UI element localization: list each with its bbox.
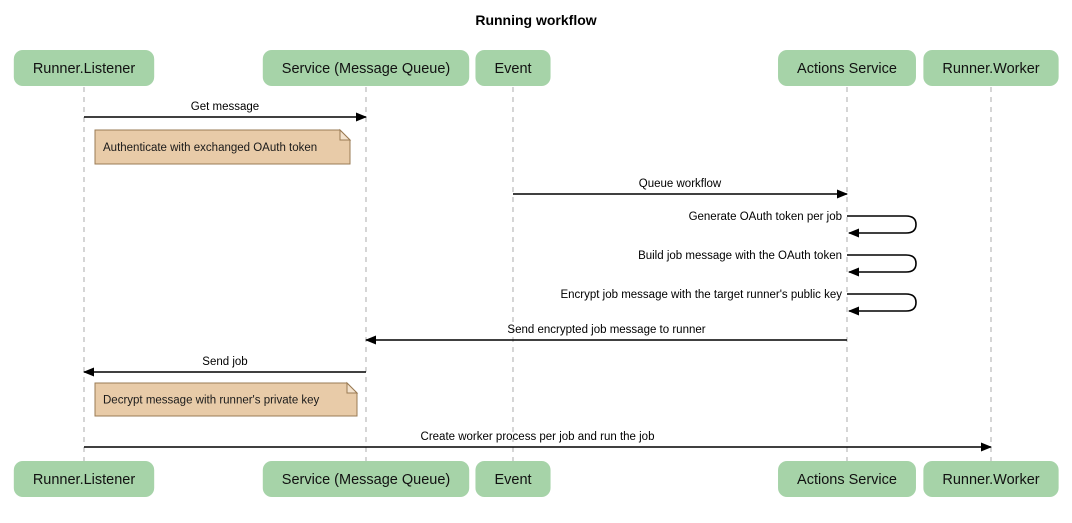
participant-label: Event xyxy=(494,61,531,77)
note-fold-corner-icon xyxy=(346,381,359,394)
message-m3[interactable]: Generate OAuth token per job xyxy=(689,211,917,238)
participant-service_queue-bottom[interactable]: Service (Message Queue) xyxy=(262,461,470,497)
participant-label: Runner.Listener xyxy=(33,61,136,77)
participant-box xyxy=(13,50,155,86)
note-n2: Decrypt message with runner's private ke… xyxy=(94,381,359,417)
participant-runner_listener-top[interactable]: Runner.Listener xyxy=(13,50,155,86)
participant-box xyxy=(923,50,1059,86)
message-m5[interactable]: Encrypt job message with the target runn… xyxy=(560,289,917,316)
message-label: Create worker process per job and run th… xyxy=(421,431,655,443)
participant-box xyxy=(778,461,916,497)
participants-top-group: Runner.Listener Service (Message Queue) Ev… xyxy=(13,50,1059,86)
self-call-loop xyxy=(847,293,917,316)
participant-event-bottom[interactable]: Event xyxy=(475,461,551,497)
participant-service_queue-top[interactable]: Service (Message Queue) xyxy=(262,50,470,86)
participant-box xyxy=(262,50,470,86)
lifelines-group xyxy=(83,87,992,461)
participant-label: Runner.Worker xyxy=(942,472,1039,488)
message-m6[interactable]: Send encrypted job message to runner xyxy=(365,324,847,345)
message-label: Get message xyxy=(191,101,259,113)
message-m8[interactable]: Create worker process per job and run th… xyxy=(84,431,992,452)
note-n1: Authenticate with exchanged OAuth token xyxy=(94,128,352,165)
note-body xyxy=(94,382,358,417)
self-call-loop xyxy=(847,254,917,277)
participant-runner_listener-bottom[interactable]: Runner.Listener xyxy=(13,461,155,497)
message-m4[interactable]: Build job message with the OAuth token xyxy=(638,250,917,277)
participant-box xyxy=(475,50,551,86)
participant-box xyxy=(262,461,470,497)
participant-runner_worker-bottom[interactable]: Runner.Worker xyxy=(923,461,1059,497)
participant-label: Service (Message Queue) xyxy=(282,61,450,77)
note-fold-corner-icon xyxy=(339,128,352,141)
message-label: Queue workflow xyxy=(639,178,722,190)
message-label: Encrypt job message with the target runn… xyxy=(560,289,842,301)
note-body xyxy=(94,129,351,165)
participant-event-top[interactable]: Event xyxy=(475,50,551,86)
notes-group: Authenticate with exchanged OAuth tokenD… xyxy=(94,128,359,417)
message-label: Build job message with the OAuth token xyxy=(638,250,842,262)
participant-box xyxy=(778,50,916,86)
participant-actions_service-bottom[interactable]: Actions Service xyxy=(778,461,916,497)
participant-runner_worker-top[interactable]: Runner.Worker xyxy=(923,50,1059,86)
message-m7[interactable]: Send job xyxy=(83,356,366,377)
note-text: Authenticate with exchanged OAuth token xyxy=(103,142,317,154)
message-m2[interactable]: Queue workflow xyxy=(513,178,848,199)
message-label: Send job xyxy=(202,356,247,368)
note-text: Decrypt message with runner's private ke… xyxy=(103,395,320,407)
participant-box xyxy=(13,461,155,497)
participants-bottom-group: Runner.Listener Service (Message Queue) Ev… xyxy=(13,461,1059,497)
participant-actions_service-top[interactable]: Actions Service xyxy=(778,50,916,86)
participant-label: Runner.Listener xyxy=(33,472,136,488)
message-label: Send encrypted job message to runner xyxy=(507,324,705,336)
participant-box xyxy=(923,461,1059,497)
message-label: Generate OAuth token per job xyxy=(689,211,842,223)
participant-label: Actions Service xyxy=(797,61,897,77)
participant-box xyxy=(475,461,551,497)
diagram-title: Running workflow xyxy=(475,12,596,28)
participant-label: Actions Service xyxy=(797,472,897,488)
self-call-loop xyxy=(847,215,917,238)
message-m1[interactable]: Get message xyxy=(84,101,367,122)
participant-label: Service (Message Queue) xyxy=(282,472,450,488)
participant-label: Event xyxy=(494,472,531,488)
participant-label: Runner.Worker xyxy=(942,61,1039,77)
